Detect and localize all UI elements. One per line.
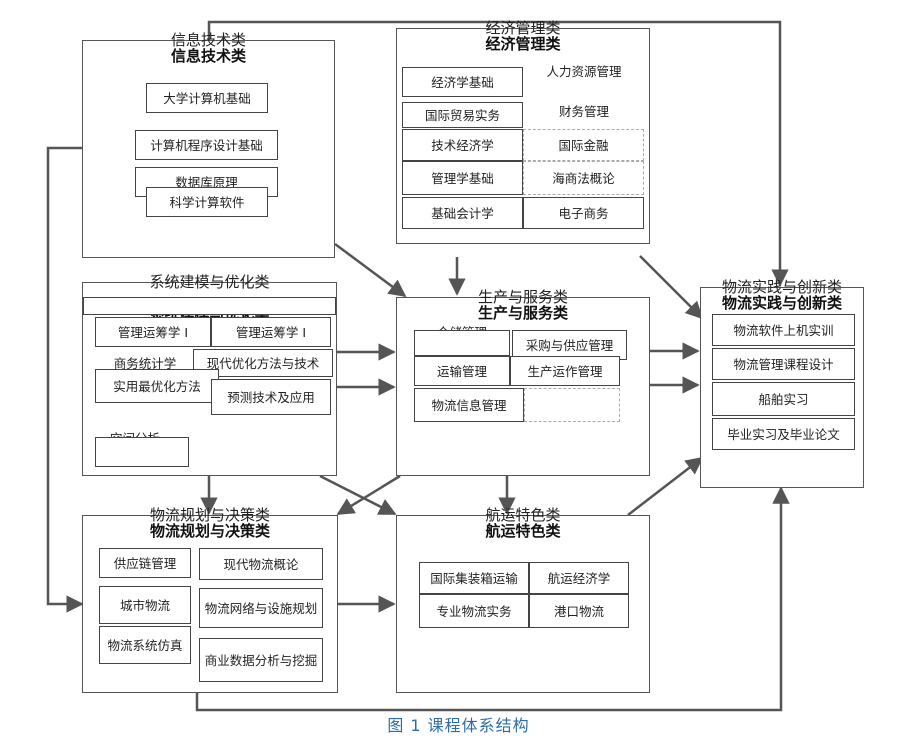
course-box — [414, 330, 510, 356]
course-box: 国际贸易实务 — [402, 102, 523, 128]
course-box: 技术经济学 — [402, 129, 523, 161]
course-box: 船舶实习 — [712, 382, 855, 416]
course-box: 供应链管理 — [99, 548, 191, 578]
course-box: 专业物流实务 — [419, 594, 529, 628]
group-system-modeling-optimization: 系统建模与优化类 系统建模与优化类 管理运筹学 I 管理运筹学 I 商务统计学 … — [82, 273, 337, 476]
course-box: 城市物流 — [99, 586, 191, 624]
course-box: 国际金融 — [523, 129, 644, 161]
course-box — [524, 388, 620, 422]
group-title: 经济管理类 — [485, 35, 561, 53]
group-caption: 物流规划与决策类 — [149, 506, 270, 524]
group-title: 航运特色类 — [485, 522, 561, 540]
group-logistics-practice-innovation: 物流实践与创新类 物流实践与创新类 物流软件上机实训 物流管理课程设计 船舶实习… — [700, 278, 864, 488]
course-box — [83, 297, 336, 315]
course-box: 大学计算机基础 — [146, 83, 268, 113]
course-box — [95, 437, 189, 467]
course-box: 管理运筹学 I — [211, 317, 331, 347]
course-box: 物流管理课程设计 — [712, 348, 855, 380]
course-box: 科学计算软件 — [146, 187, 268, 217]
course-box: 生产运作管理 — [510, 356, 620, 386]
group-title: 物流实践与创新类 — [721, 294, 842, 312]
course-box: 计算机程序设计基础 — [135, 130, 278, 160]
course-box: 管理运筹学 I — [95, 317, 211, 347]
course-box: 财务管理 — [523, 97, 645, 125]
course-box: 电子商务 — [523, 197, 644, 229]
course-box: 运输管理 — [414, 356, 510, 386]
course-box: 现代物流概论 — [199, 548, 323, 580]
group-title: 物流规划与决策类 — [149, 522, 270, 540]
group-logistics-planning-decision: 物流规划与决策类 物流规划与决策类 供应链管理 现代物流概论 城市物流 物流网络… — [82, 506, 338, 693]
course-box: 预测技术及应用 — [211, 379, 331, 415]
group-caption: 经济管理类 — [485, 19, 561, 37]
course-box: 实用最优化方法 — [95, 369, 219, 403]
group-caption: 航运特色类 — [485, 506, 561, 524]
arrow-it-to-production — [334, 242, 407, 298]
course-box: 基础会计学 — [402, 197, 523, 229]
course-box: 物流软件上机实训 — [712, 314, 855, 346]
group-caption: 物流实践与创新类 — [721, 278, 842, 296]
group-caption: 生产与服务类 — [477, 288, 568, 306]
group-caption: 系统建模与优化类 — [149, 273, 270, 291]
course-box: 毕业实习及毕业论文 — [712, 418, 855, 450]
group-title: 信息技术类 — [170, 47, 246, 65]
course-box: 采购与供应管理 — [512, 330, 627, 360]
group-shipping-features: 航运特色类 航运特色类 国际集装箱运输 航运经济学 专业物流实务 港口物流 — [396, 506, 650, 693]
course-box: 人力资源管理 — [523, 57, 645, 85]
group-caption: 信息技术类 — [170, 31, 246, 49]
course-box: 管理学基础 — [402, 161, 523, 195]
course-box: 海商法概论 — [523, 161, 644, 195]
arrow-left-loop-to-planning — [46, 146, 84, 613]
course-box: 经济学基础 — [402, 67, 523, 97]
course-box: 港口物流 — [529, 594, 629, 628]
course-box: 航运经济学 — [529, 562, 629, 594]
arrow-production-to-planning — [336, 474, 401, 516]
course-box: 物流网络与设施规划 — [199, 588, 323, 628]
course-box: 国际集装箱运输 — [419, 562, 529, 594]
group-production-services: 生产与服务类 生产与服务类 仓储管理 采购与供应管理 运输管理 生产运作管理 物… — [396, 288, 650, 476]
group-title: 生产与服务类 — [477, 304, 568, 322]
group-economics-management: 经济管理类 经济管理类 经济学基础 人力资源管理 国际贸易实务 财务管理 技术经… — [396, 19, 650, 244]
course-box: 物流信息管理 — [414, 388, 524, 422]
course-box: 商业数据分析与挖掘 — [199, 638, 323, 682]
figure-caption: 图 1 课程体系结构 — [387, 716, 530, 735]
group-information-technology: 信息技术类 信息技术类 大学计算机基础 计算机程序设计基础 数据库原理 科学计算… — [82, 31, 335, 258]
course-box: 物流系统仿真 — [99, 626, 191, 664]
